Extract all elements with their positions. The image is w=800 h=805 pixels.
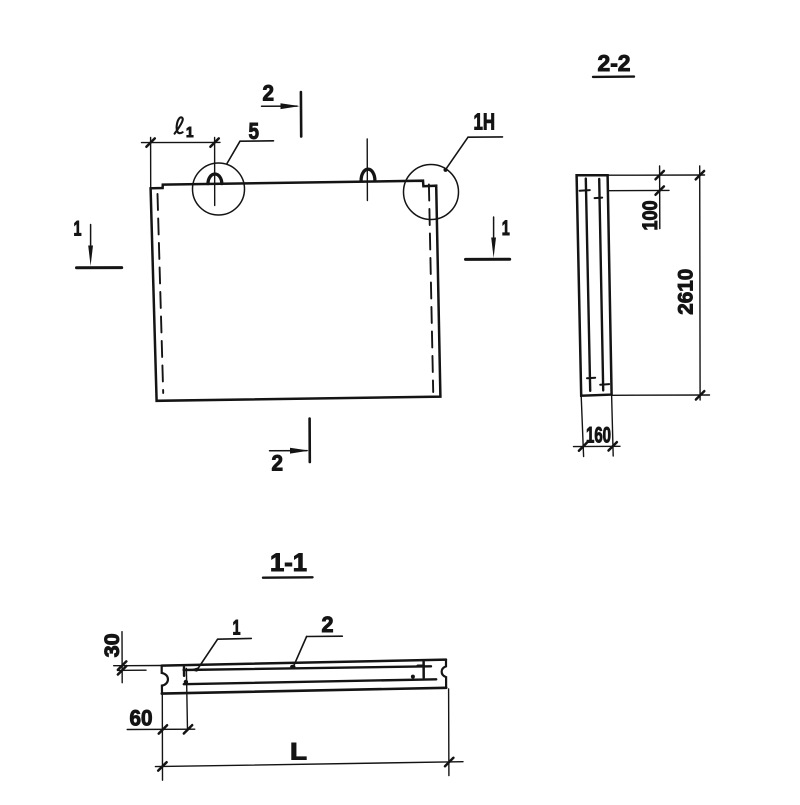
svg-text:100: 100	[639, 201, 662, 231]
svg-text:1: 1	[186, 124, 194, 141]
svg-text:2-2: 2-2	[598, 50, 631, 76]
svg-text:L: L	[290, 739, 307, 766]
svg-text:160: 160	[586, 422, 611, 447]
svg-text:1H: 1H	[474, 108, 496, 134]
svg-text:1: 1	[233, 617, 241, 640]
svg-text:2610: 2610	[674, 269, 698, 315]
svg-text:1: 1	[74, 218, 82, 241]
svg-text:1-1: 1-1	[270, 549, 307, 577]
svg-text:2: 2	[322, 612, 334, 637]
svg-text:2: 2	[272, 450, 284, 475]
svg-text:1: 1	[502, 217, 510, 240]
svg-text:2: 2	[263, 81, 275, 106]
svg-text:5: 5	[249, 118, 260, 144]
svg-text:60: 60	[130, 705, 153, 730]
svg-text:30: 30	[101, 633, 124, 657]
